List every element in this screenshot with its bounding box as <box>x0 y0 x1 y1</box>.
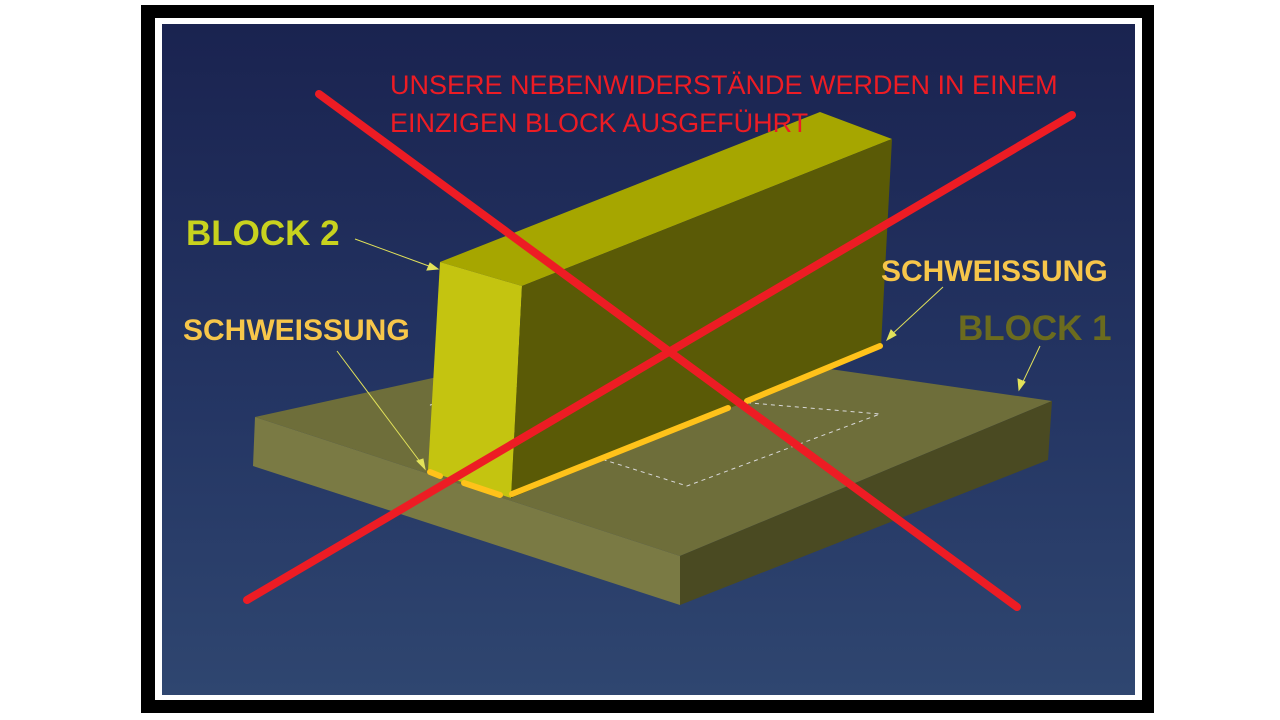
upright-plate-top-face <box>440 112 892 286</box>
headline-line-1: UNSERE NEBENWIDERSTÄNDE WERDEN IN EINEM <box>390 70 1058 100</box>
block-2-label: BLOCK 2 <box>186 214 340 253</box>
block-1-label: BLOCK 1 <box>958 309 1112 348</box>
weld-seams <box>427 343 883 498</box>
base-plate-right-face <box>680 401 1052 605</box>
block-2-upright-plate <box>428 112 892 498</box>
weld-left-arrowhead-icon <box>416 458 426 471</box>
cross-stroke-up-icon <box>243 111 1076 604</box>
weld-right-arrowhead-icon <box>886 329 897 342</box>
weld-right-label: SCHWEISSUNG <box>881 255 1108 288</box>
block-2-pointer-arrow <box>354 238 438 270</box>
weld-seam-long-a <box>509 405 731 497</box>
weld-seam-long-b <box>744 343 883 404</box>
weld-seam-left-a <box>427 469 443 479</box>
red-cross-out <box>243 90 1076 611</box>
upright-plate-side-face <box>511 139 892 498</box>
label-pointers <box>336 238 1041 471</box>
cad-viewport: UNSERE NEBENWIDERSTÄNDE WERDEN IN EINEM … <box>162 24 1135 695</box>
block-1-arrowhead-icon <box>1017 378 1026 392</box>
headline-line-2: EINZIGEN BLOCK AUSGEFÜHRT <box>390 108 809 138</box>
base-plate-left-face <box>253 417 680 605</box>
block-2-arrowhead-icon <box>426 262 440 271</box>
weld-seam-left-b <box>461 480 503 498</box>
weld-left-label: SCHWEISSUNG <box>183 314 410 347</box>
weld-left-pointer-arrow <box>336 350 425 468</box>
upright-plate-front-face <box>428 262 522 498</box>
weld-assembly-drawing <box>243 90 1076 611</box>
headline: UNSERE NEBENWIDERSTÄNDE WERDEN IN EINEM … <box>390 66 1058 142</box>
weld-right-pointer-arrow <box>888 286 944 338</box>
